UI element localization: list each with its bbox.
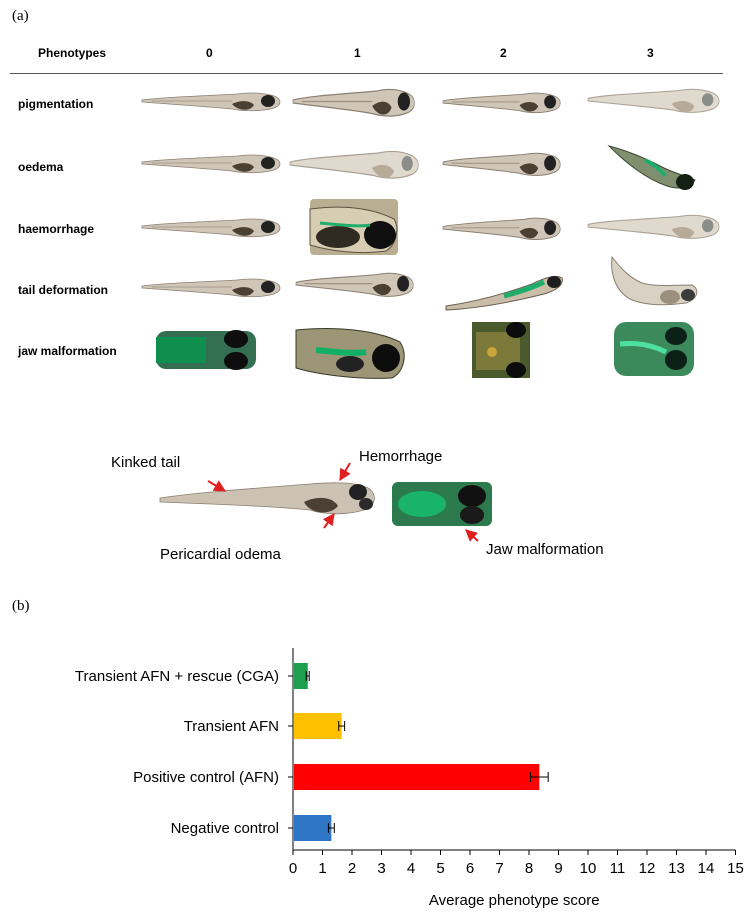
header-rule [10,73,723,74]
x-tick-label: 15 [727,860,744,877]
bar [294,764,540,790]
larva-jaw-2 [472,322,530,378]
x-tick-label: 7 [495,860,503,877]
label-pericardial-odema: Pericardial odema [160,546,281,563]
panel-a-label: (a) [12,8,29,24]
larva-oedema-3 [607,145,696,190]
bar [294,815,332,841]
label-jaw-malformation: Jaw malformation [486,541,604,558]
row-label-haemorrhage: haemorrhage [18,222,95,236]
x-tick-label: 8 [525,860,533,877]
bar [294,713,342,739]
arrow-hemorrhage [339,462,351,482]
arrow-jaw-malformation [465,529,479,542]
category-label: Positive control (AFN) [133,769,279,786]
x-tick-label: 0 [289,860,297,877]
larva-jaw-0 [156,330,256,370]
header-score-0: 0 [206,46,213,60]
panel-b-label: (b) [12,598,30,614]
header-score-3: 3 [647,46,654,60]
x-tick-label: 6 [466,860,474,877]
larva-tail-2 [445,275,563,311]
x-tick-label: 9 [554,860,562,877]
larva-jaw-3 [614,322,694,376]
row-label-tail-deformation: tail deformation [18,283,109,297]
x-tick-label: 1 [318,860,326,877]
larva-tail-3 [611,255,698,306]
category-label: Transient AFN + rescue (CGA) [75,668,279,685]
x-axis-label: Average phenotype score [429,892,600,909]
larva-jaw-1 [295,328,405,379]
arrow-kinked-tail [207,480,227,492]
arrow-pericardial-odema [322,513,335,529]
header-score-2: 2 [500,46,507,60]
x-tick-label: 14 [698,860,715,877]
row-label-oedema: oedema [18,160,64,174]
row-label-jaw-malformation: jaw malformation [18,344,117,358]
x-tick-label: 12 [639,860,656,877]
x-tick-label: 3 [377,860,385,877]
x-tick-label: 13 [668,860,685,877]
x-tick-label: 4 [407,860,415,877]
x-tick-label: 10 [580,860,597,877]
label-kinked-tail: Kinked tail [111,454,181,471]
larva-haemorrhage-1 [309,199,398,255]
label-hemorrhage: Hemorrhage [359,448,443,465]
x-tick-label: 2 [348,860,356,877]
annotated-larva [159,482,375,515]
category-label: Transient AFN [184,718,279,735]
header-score-1: 1 [354,46,361,60]
annotation-arrows [207,462,479,542]
x-tick-label: 11 [610,860,626,877]
x-tick-label: 5 [436,860,444,877]
header-phenotypes: Phenotypes [38,46,107,60]
row-label-pigmentation: pigmentation [18,97,94,111]
category-label: Negative control [171,820,279,837]
bar [294,663,308,689]
